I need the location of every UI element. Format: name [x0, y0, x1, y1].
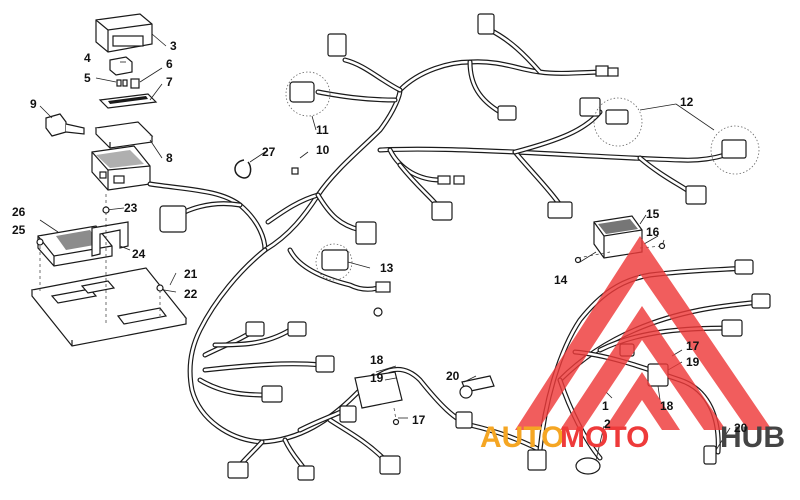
watermark-logo [515, 236, 772, 430]
callout-13: 13 [380, 261, 394, 275]
callout-5: 5 [84, 71, 91, 85]
watermark-text-hub: HUB [720, 421, 785, 454]
mounting-plate [30, 267, 188, 347]
leader-lines [39, 33, 731, 461]
detail-circle-12b [710, 125, 760, 175]
callout-3: 3 [170, 39, 177, 53]
watermark-text: AUTO MOTO HUB [480, 421, 785, 454]
fuse-block [94, 121, 154, 149]
callout-labels: 1234567891011121314151617171818191920202… [12, 39, 748, 435]
callout-19: 19 [370, 371, 384, 385]
callout-9: 9 [30, 97, 37, 111]
dashed-lines [39, 194, 663, 421]
callout-23: 23 [124, 201, 138, 215]
watermark-text-auto: AUTO [480, 421, 564, 454]
callout-6: 6 [166, 57, 173, 71]
callout-15: 15 [646, 207, 660, 221]
connectors [159, 13, 771, 481]
callout-2: 2 [604, 417, 611, 431]
callout-14: 14 [554, 273, 568, 287]
callout-7: 7 [166, 75, 173, 89]
callout-27: 27 [262, 145, 276, 159]
detail-circle-11 [285, 71, 331, 117]
callout-20: 20 [734, 421, 748, 435]
callout-8: 8 [166, 151, 173, 165]
callout-10: 10 [316, 143, 330, 157]
callout-17: 17 [686, 339, 700, 353]
detail-circle-13 [315, 243, 353, 281]
detail-circle-12a [593, 97, 643, 147]
callout-24: 24 [132, 247, 146, 261]
callout-22: 22 [184, 287, 198, 301]
relay [109, 56, 133, 76]
callout-16: 16 [646, 225, 660, 239]
bracket [91, 221, 129, 257]
watermark-triangle-icon [515, 236, 772, 430]
small-fuses [116, 79, 128, 87]
callout-21: 21 [184, 267, 198, 281]
fuse-strip [98, 93, 158, 109]
mini-relay [130, 78, 140, 89]
callout-18: 18 [660, 399, 674, 413]
harness-branches-bottom [197, 327, 388, 473]
watermark-text-moto: MOTO [560, 421, 649, 454]
fuse-box-cover [95, 13, 153, 53]
ring-27 [234, 159, 252, 179]
callout-20: 20 [446, 369, 460, 383]
callout-26: 26 [12, 205, 26, 219]
callout-18: 18 [370, 353, 384, 367]
callout-4: 4 [84, 51, 91, 65]
callout-19: 19 [686, 355, 700, 369]
callout-12: 12 [680, 95, 694, 109]
voltage-regulator [593, 215, 643, 259]
callout-25: 25 [12, 223, 26, 237]
bolts [36, 167, 666, 426]
callout-1: 1 [602, 399, 609, 413]
callout-11: 11 [316, 123, 329, 137]
callout-17: 17 [412, 413, 426, 427]
connector-9 [45, 113, 85, 137]
fuse-panel [91, 145, 151, 191]
